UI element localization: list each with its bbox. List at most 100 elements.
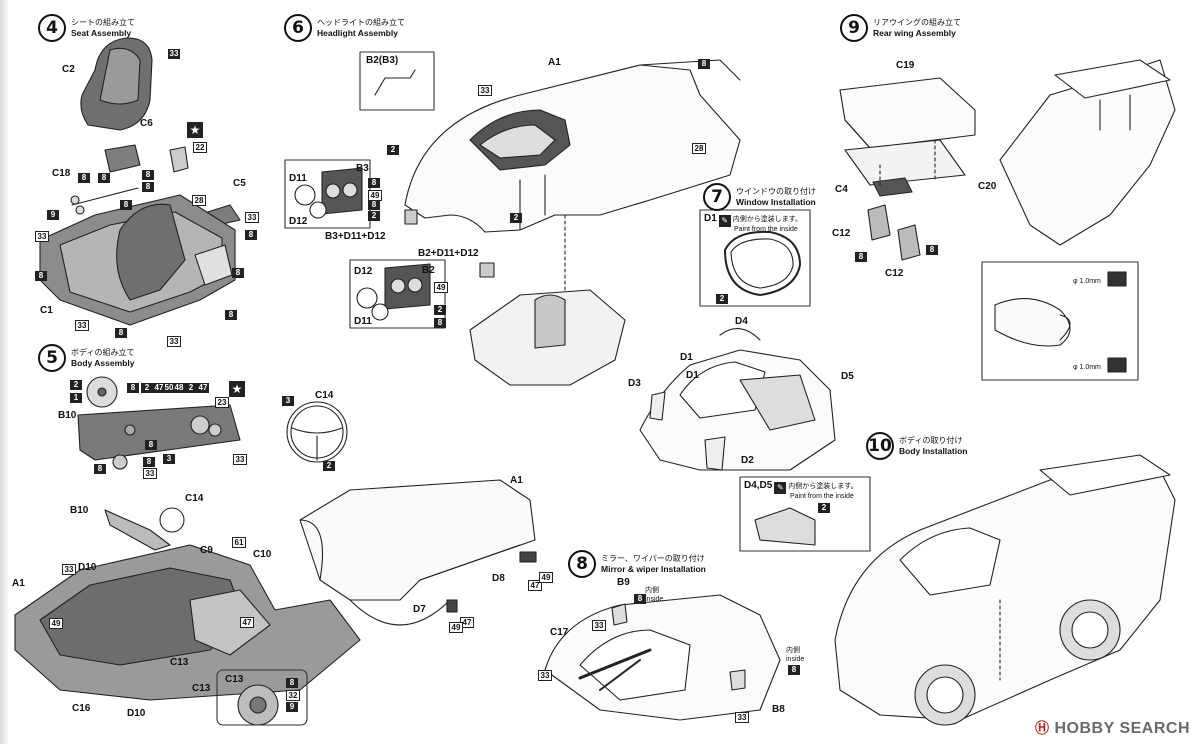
window-d1 (724, 230, 801, 296)
bracket-b2b3 (374, 69, 416, 96)
paint-code: 2 (185, 383, 197, 393)
part-label: B2(B3) (366, 55, 399, 66)
wing-mount-c4 (872, 177, 913, 197)
part-label: C4 (835, 184, 848, 195)
paint-note-part: D1 (704, 213, 717, 224)
part-label: A1 (12, 578, 25, 589)
step-number-10: 10 (866, 432, 894, 460)
paint-code: 33 (592, 620, 606, 631)
wheel-front-step10 (914, 664, 976, 726)
wheel-rear-step10 (1059, 599, 1121, 661)
paint-note-en: Paint from the inside (790, 493, 854, 500)
mirror-d2 (704, 436, 726, 471)
paint-code: 8 (788, 665, 800, 675)
paint-code: 8 (145, 440, 157, 450)
part-label: C12 (832, 228, 851, 239)
paint-code: 8 (368, 200, 380, 210)
paint-code: 47 (197, 383, 209, 393)
part-label: D2 (741, 455, 754, 466)
part-label: D10 (78, 562, 97, 573)
part-label: C9 (200, 545, 213, 556)
paint-code: 2 (70, 380, 82, 390)
bracket-c6 (104, 144, 141, 173)
paint-code: 49 (539, 572, 553, 583)
part-d8 (519, 551, 537, 563)
inside-note-jp: 内側 (786, 646, 800, 654)
star-icon: ★ (229, 381, 245, 397)
part-label: D10 (127, 708, 146, 719)
paint-code: 2 (141, 383, 153, 393)
paint-code: 8 (94, 464, 106, 474)
step-header-6: 6 ヘッドライトの組み立て Headlight Assembly (284, 14, 405, 42)
paint-code: 8 (232, 268, 244, 278)
paint-code: 8 (245, 230, 257, 240)
paint-note-part: D4,D5 (744, 480, 773, 491)
part-22 (169, 146, 189, 173)
part-d7 (446, 599, 458, 613)
paint-code: 8 (120, 200, 132, 210)
paint-code: 9 (286, 702, 298, 712)
paint-code: 47 (528, 580, 542, 591)
step-header-10: 10 ボディの取り付け Body Installation (866, 432, 967, 460)
hobby-search-logo-icon: Ⓗ (1035, 720, 1050, 736)
mirror-b8 (729, 669, 746, 691)
step-title-jp-5: ボディの組み立て (71, 348, 135, 357)
steering-small-c14 (159, 507, 185, 533)
part-label: C18 (52, 168, 71, 179)
part-label: B3 (356, 163, 369, 174)
part-label: C14 (315, 390, 334, 401)
step-title-en-6: Headlight Assembly (317, 28, 398, 38)
part-label: C1 (40, 305, 53, 316)
rear-wing-lower-c20 (844, 139, 966, 186)
paint-code: 3 (282, 396, 294, 406)
paint-code: 33 (233, 454, 247, 465)
dash-bracket-b10 (104, 509, 171, 551)
steering-wheel-c14 (286, 401, 348, 463)
dimension-label: φ 1.0mm (1073, 364, 1101, 371)
part-label: C16 (72, 703, 91, 714)
paint-code: 8 (286, 678, 298, 688)
paint-code: 32 (286, 690, 300, 701)
headlight-assembly-upper (294, 167, 363, 219)
paint-code: 8 (434, 318, 446, 328)
step-title-en-10: Body Installation (899, 446, 968, 456)
seat-shell-c2 (80, 37, 153, 131)
paint-code: 33 (35, 231, 49, 242)
part-label: C17 (550, 627, 569, 638)
paint-note-jp: 内側から塗装します。 (788, 482, 858, 490)
dimension-label: φ 1.0mm (1073, 278, 1101, 285)
paint-code: 33 (538, 670, 552, 681)
paint-code: 33 (478, 85, 492, 96)
paint-code: 28 (692, 143, 706, 154)
part-label: C13 (225, 674, 244, 685)
part-label: C2 (62, 64, 75, 75)
step-title-en-9: Rear wing Assembly (873, 28, 956, 38)
inside-note-en: inside (645, 596, 664, 603)
wiper-c17 (578, 648, 652, 680)
step-title-jp-10: ボディの取り付け (899, 436, 963, 445)
paint-code: 49 (434, 282, 448, 293)
paint-code: 2 (323, 461, 335, 471)
step-number-5: 5 (38, 344, 66, 372)
paint-note-jp: 内側から塗装します。 (732, 215, 803, 223)
cockpit-tub-c1 (39, 194, 236, 326)
paint-note-d4d5: D4,D5 ✎ 内側から塗装します。 Paint from the inside (744, 480, 858, 501)
step-title-en-4: Seat Assembly (71, 28, 132, 38)
paint-code: 48 (173, 383, 185, 393)
star-icon: ★ (187, 122, 203, 138)
mirror-b9 (611, 603, 628, 626)
paint-code: 2 (818, 503, 830, 513)
part-label: D5 (841, 371, 854, 382)
belt-bar-c18 (71, 187, 139, 206)
part-label: B2 (422, 265, 435, 276)
sheet-fold-shadow (0, 0, 8, 744)
part-label: C13 (170, 657, 189, 668)
wing-strut-c12-b (897, 224, 921, 261)
paint-code: 49 (49, 618, 63, 629)
wing-strut-c12-a (867, 204, 891, 241)
part-label: B3+D11+D12 (325, 231, 386, 242)
part-label: D1 (680, 352, 693, 363)
part-label: D7 (413, 604, 426, 615)
step-header-9: 9 リアウイングの組み立て Rear wing Assembly (840, 14, 961, 42)
